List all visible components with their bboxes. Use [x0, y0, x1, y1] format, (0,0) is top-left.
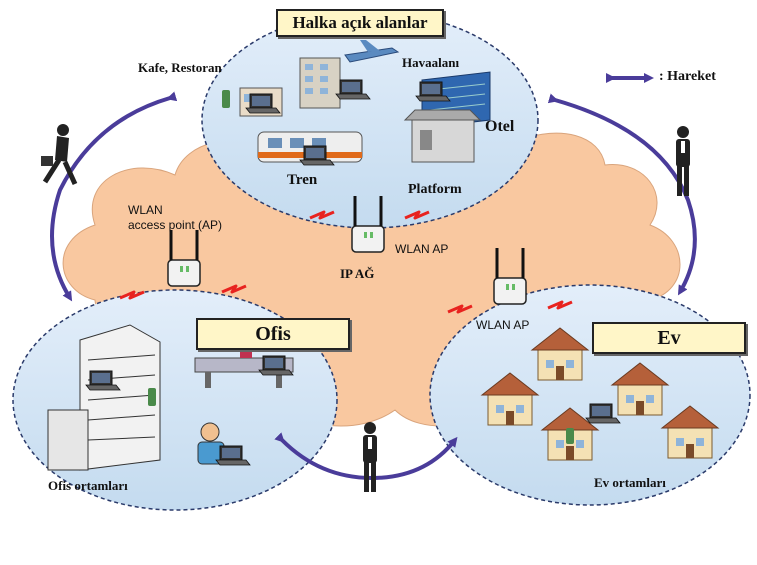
label-ap-home: WLAN AP [476, 318, 530, 332]
label-ip-network: IP AĞ [340, 266, 375, 281]
home-caption: Ev ortamları [594, 475, 666, 490]
home-title: Ev [592, 322, 746, 354]
label-train: Tren [287, 172, 318, 188]
label-cafe: Kafe, Restoran [138, 60, 222, 75]
walking-person-left [41, 124, 78, 186]
label-ap-office-2: access point (AP) [128, 218, 223, 232]
label-ap-public: WLAN AP [395, 242, 449, 256]
movement-arrow-left [50, 91, 178, 302]
office-worker [197, 422, 225, 465]
phone-icon [566, 428, 574, 444]
label-airport: Havaalanı [402, 55, 460, 70]
office-title: Ofis [196, 318, 350, 350]
office-caption: Ofis ortamları [48, 478, 128, 493]
movement-arrow-right [547, 93, 697, 296]
label-ap-office-1: WLAN [128, 203, 163, 217]
label-hotel: Otel [485, 118, 515, 135]
phone-icon [222, 90, 230, 108]
office-building [47, 324, 161, 471]
legend-label: : Hareket [659, 69, 716, 84]
platform-building [403, 109, 482, 163]
label-platform: Platform [408, 182, 462, 197]
phone-icon [148, 388, 156, 406]
diagram-title: Halka açık alanlar [276, 9, 444, 37]
hotel-building [299, 57, 341, 109]
airplane-icon [344, 40, 400, 63]
walking-person-bottom [363, 422, 377, 492]
